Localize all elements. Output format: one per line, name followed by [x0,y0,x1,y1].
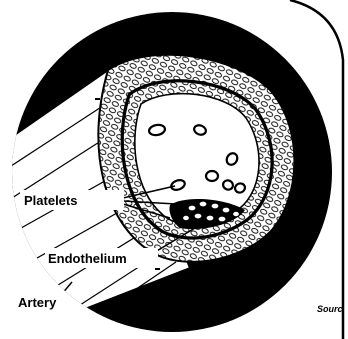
source-caption: Sourc [317,304,343,314]
platelet [206,171,218,181]
platelets-label: Platelets [24,193,77,208]
endothelium-label: Endothelium [48,251,127,266]
artery-label: Artery [18,295,57,310]
